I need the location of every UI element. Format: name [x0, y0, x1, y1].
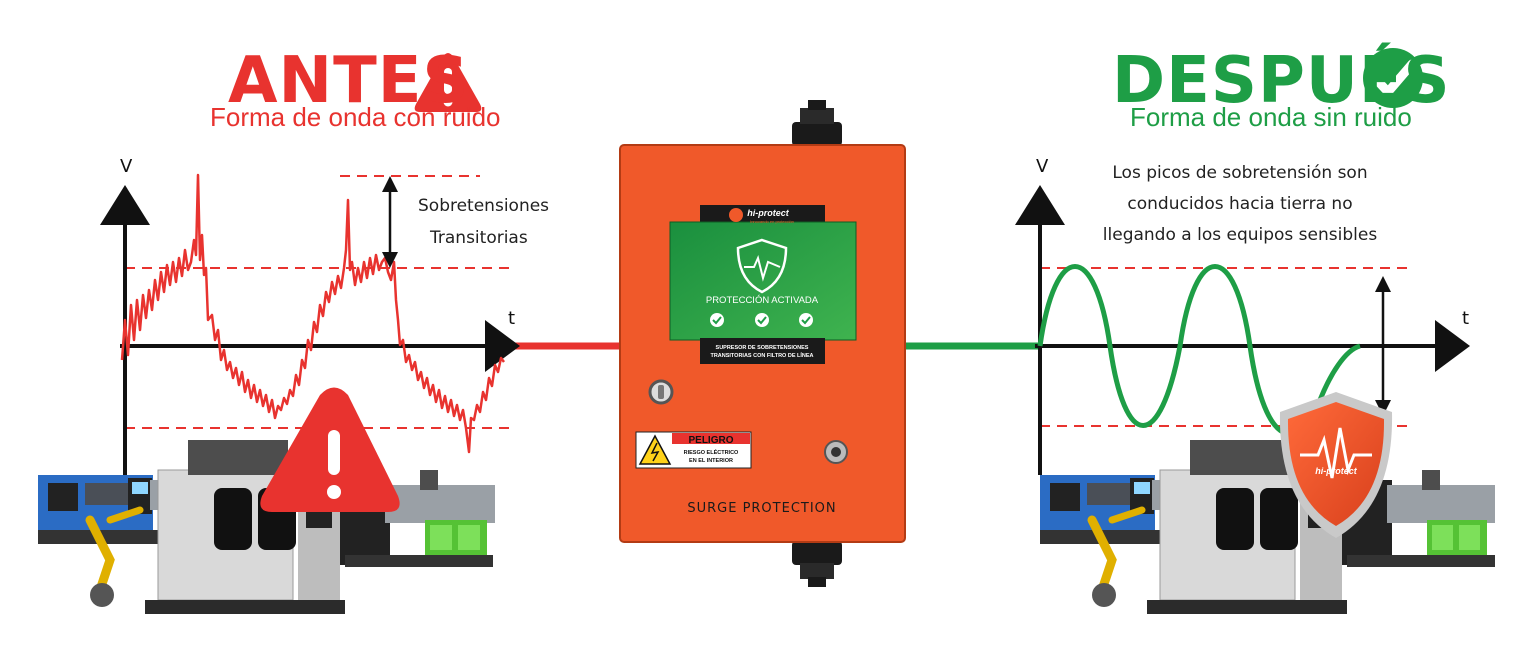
device-product-line2: TRANSITORIAS CON FILTRO DE LÍNEA	[710, 351, 813, 359]
t-axis-arrow	[485, 320, 520, 372]
surge-arrow-top	[382, 176, 398, 192]
warning-title: PELIGRO	[688, 435, 733, 446]
v-axis-arrow	[100, 185, 150, 225]
amplitude-arrow-top	[1375, 276, 1391, 292]
noisy-waveform	[120, 173, 505, 454]
after-machinery	[1040, 440, 1495, 614]
warning-line2: EN EL INTERIOR	[689, 458, 733, 464]
note-line: conducidos hacia tierra no	[1127, 194, 1353, 214]
after-title: DESPUÉS	[1112, 44, 1451, 118]
surge-annotation-line1: Sobretensiones	[418, 196, 550, 216]
check-circle-icon	[710, 313, 724, 327]
check-circle-icon	[755, 313, 769, 327]
t-axis-arrow	[1435, 320, 1470, 372]
warning-line1: RIESGO ELÉCTRICO	[684, 448, 739, 456]
brand-logo-icon	[729, 208, 743, 222]
check-circle-icon	[1363, 48, 1423, 108]
before-subtitle: Forma de onda con ruido	[210, 102, 501, 132]
device-label: SURGE PROTECTION	[687, 501, 836, 516]
note-line: llegando a los equipos sensibles	[1102, 225, 1378, 245]
alert-icon	[260, 387, 400, 512]
after-subtitle: Forma de onda sin ruido	[1130, 102, 1412, 132]
shield-brand: hi-protect	[1315, 466, 1358, 476]
note-line: Los picos de sobretensión son	[1112, 163, 1368, 183]
shield-icon: hi-protect	[1279, 392, 1393, 538]
amplitude-arrow-bottom	[1375, 400, 1391, 416]
v-axis-arrow	[1015, 185, 1065, 225]
warning-triangle-icon	[414, 53, 482, 112]
panel-shield-icon	[736, 238, 788, 294]
device-status: PROTECCIÓN ACTIVADA	[706, 295, 819, 306]
surge-protector-device: hi-protect Innovando en protección PROTE…	[619, 100, 906, 587]
before-title: ANTES	[228, 44, 470, 118]
before-v-axis-label: V	[120, 156, 133, 177]
surge-annotation-line2: Transitorias	[430, 228, 528, 248]
before-t-axis-label: t	[508, 308, 516, 329]
after-v-axis-label: V	[1036, 156, 1049, 177]
device-product-line1: SUPRESOR DE SOBRETENSIONES	[716, 345, 809, 351]
lightning-icon	[638, 434, 672, 465]
device-brand-tagline: Innovando en protección	[750, 219, 794, 224]
after-t-axis-label: t	[1462, 308, 1470, 329]
device-brand: hi-protect	[747, 208, 790, 218]
surge-arrow-bottom	[382, 252, 398, 268]
before-machinery	[38, 440, 495, 614]
check-circle-icon	[799, 313, 813, 327]
protection-note: Los picos de sobretensión son conducidos…	[1090, 158, 1390, 251]
